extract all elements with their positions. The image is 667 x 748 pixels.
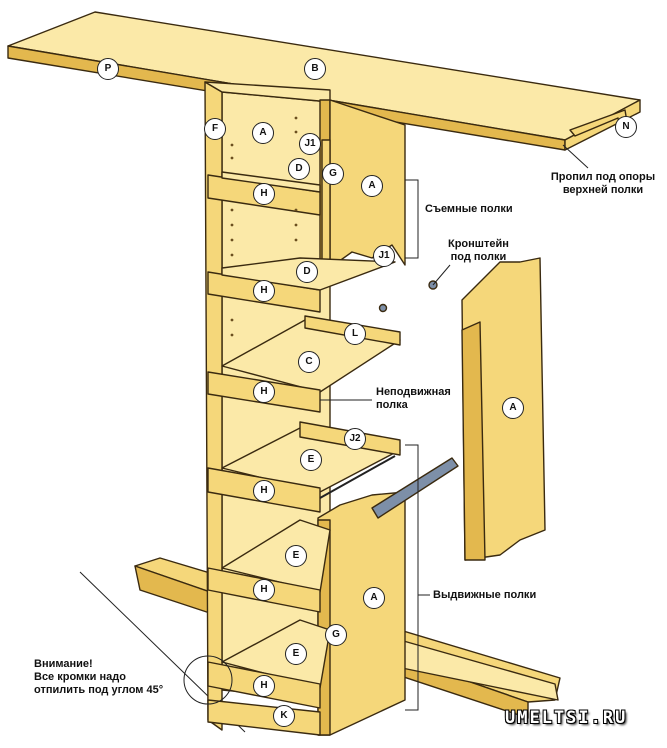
label-warning-line3: отпилить под углом 45°: [34, 684, 164, 696]
callout-h2: H: [253, 280, 275, 302]
callout-p: P: [97, 58, 119, 80]
drawer-slide: [319, 455, 459, 519]
label-bracket-line2: под полки: [450, 251, 507, 263]
label-removable-shelves: Съемные полки: [425, 203, 513, 215]
shelf-bracket: [378, 280, 438, 313]
callout-d-bottom: D: [296, 261, 318, 283]
callout-k: K: [273, 705, 295, 727]
label-warning: Внимание! Все кромки надо отпилить под у…: [34, 658, 163, 697]
lower-partition: [317, 491, 406, 736]
callout-d-top: D: [288, 158, 310, 180]
callout-a-removed: A: [502, 397, 524, 419]
callout-e3: E: [285, 643, 307, 665]
callout-h4: H: [253, 480, 275, 502]
callout-a-lower: A: [363, 587, 385, 609]
label-warning-line2: Все кромки надо: [34, 671, 126, 683]
label-drawer-shelves: Выдвижные полки: [433, 589, 537, 601]
callout-c: C: [298, 351, 320, 373]
callout-g-top: G: [322, 163, 344, 185]
watermark: UMELTSI.RU: [505, 708, 628, 728]
callout-h6: H: [253, 675, 275, 697]
callout-j2: J2: [344, 428, 366, 450]
callout-b: B: [304, 58, 326, 80]
callout-l: L: [344, 323, 366, 345]
callout-h5: H: [253, 579, 275, 601]
label-saw-kerf-line1: Пропил под опоры: [550, 171, 656, 183]
label-saw-kerf-line2: верхней полки: [562, 184, 644, 196]
callout-a-upper: A: [361, 175, 383, 197]
callout-g-bottom: G: [325, 624, 347, 646]
label-saw-kerf: Пропил под опоры верхней полки: [548, 171, 658, 197]
label-bracket: Кронштейн под полки: [448, 238, 509, 264]
label-fixed-shelf-line1: Неподвижная: [376, 386, 451, 398]
callout-a-back: A: [252, 122, 274, 144]
callout-j1-bottom: J1: [373, 245, 395, 267]
label-warning-line1: Внимание!: [34, 658, 93, 670]
label-fixed-shelf-line2: полка: [376, 399, 408, 411]
callout-e2: E: [285, 545, 307, 567]
callout-f: F: [204, 118, 226, 140]
callout-h3: H: [253, 381, 275, 403]
callout-j1-top: J1: [299, 133, 321, 155]
callout-h1: H: [253, 183, 275, 205]
label-fixed-shelf: Неподвижная полка: [376, 386, 451, 412]
callout-e1: E: [300, 449, 322, 471]
callout-n: N: [615, 116, 637, 138]
label-bracket-line1: Кронштейн: [448, 238, 509, 250]
